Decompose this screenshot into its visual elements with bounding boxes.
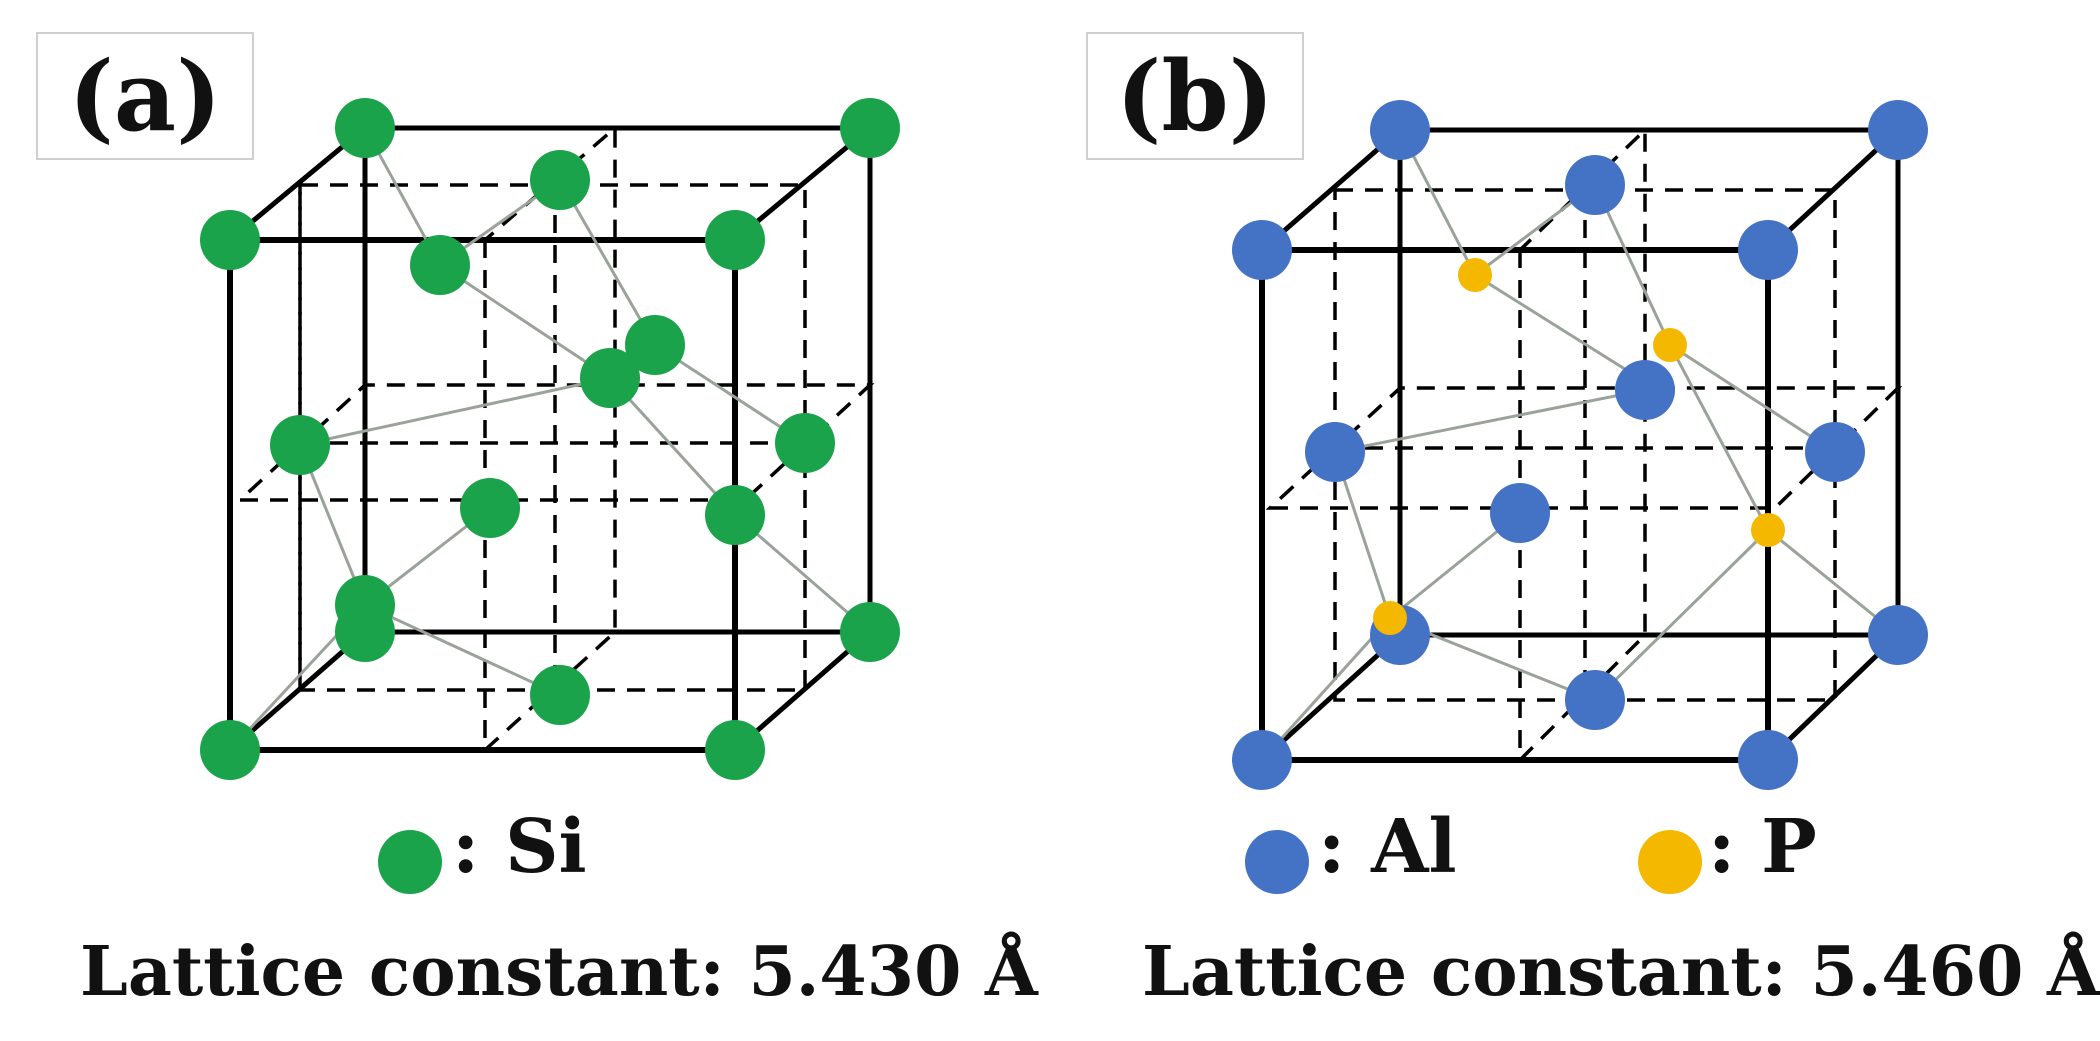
p-atom [1373, 601, 1407, 635]
si-atom [530, 665, 590, 725]
edge [1766, 633, 1900, 762]
bond [439, 263, 611, 380]
si-atom [580, 348, 640, 408]
si-atoms [200, 98, 900, 780]
plane [298, 183, 807, 692]
bond [1669, 343, 1836, 454]
panel-a-label: (a) [36, 32, 254, 160]
si-legend-dot [378, 830, 442, 894]
p-legend-label: : P [1708, 804, 1817, 890]
si-atom [840, 602, 900, 662]
al-atom [1370, 100, 1430, 160]
edge [1260, 128, 1402, 252]
al-atom [1232, 730, 1292, 790]
si-atom [410, 235, 470, 295]
p-atoms [1373, 258, 1785, 635]
plane [235, 383, 875, 502]
si-atom [530, 150, 590, 210]
al-atom [1232, 220, 1292, 280]
al-legend-label: : Al [1318, 804, 1457, 890]
bond [558, 179, 657, 346]
si-atom [705, 210, 765, 270]
p-atom [1458, 258, 1492, 292]
al-atom [1738, 220, 1798, 280]
al-atom [1868, 605, 1928, 665]
bond [608, 376, 737, 517]
p-atom [1653, 328, 1687, 362]
si-atom [840, 98, 900, 158]
bond [1334, 386, 1656, 454]
si-atom [775, 413, 835, 473]
si-atom [270, 415, 330, 475]
bond [1593, 528, 1770, 702]
bond [1668, 344, 1770, 531]
al-atom [1805, 422, 1865, 482]
mid-planes [1265, 125, 1903, 765]
si-atom [200, 210, 260, 270]
al-atom [1565, 155, 1625, 215]
panel-a: (a) [0, 0, 1038, 1041]
plane [1333, 188, 1837, 702]
bond [364, 603, 561, 697]
si-atom [705, 485, 765, 545]
si-atom [625, 315, 685, 375]
si-atom [335, 98, 395, 158]
al-atom [1738, 730, 1798, 790]
si-atom [460, 478, 520, 538]
al-atom [1490, 483, 1550, 543]
al-legend-dot [1245, 830, 1309, 894]
si-legend-label: : Si [452, 804, 587, 890]
plane [483, 124, 617, 754]
al-atom [1615, 360, 1675, 420]
edge [1260, 633, 1402, 762]
alp-lattice-constant: Lattice constant: 5.460 Å [1142, 932, 2100, 1012]
si-lattice-constant: Lattice constant: 5.430 Å [80, 932, 1038, 1012]
si-atom [200, 720, 260, 780]
alp-unit-cell-diagram [1232, 100, 1928, 790]
al-atoms [1232, 100, 1928, 790]
al-atom [1565, 670, 1625, 730]
bond [1260, 616, 1392, 762]
plane [1265, 386, 1903, 510]
p-legend-dot [1638, 830, 1702, 894]
bond [299, 376, 611, 447]
panel-b-label: (b) [1086, 32, 1304, 160]
p-atom [1751, 513, 1785, 547]
si-unit-cell-diagram [200, 98, 900, 780]
al-atom [1305, 422, 1365, 482]
al-atom [1868, 100, 1928, 160]
plane [1518, 125, 1647, 765]
si-atom [335, 602, 395, 662]
si-atom [705, 720, 765, 780]
panel-b: (b) [1000, 0, 2100, 1041]
